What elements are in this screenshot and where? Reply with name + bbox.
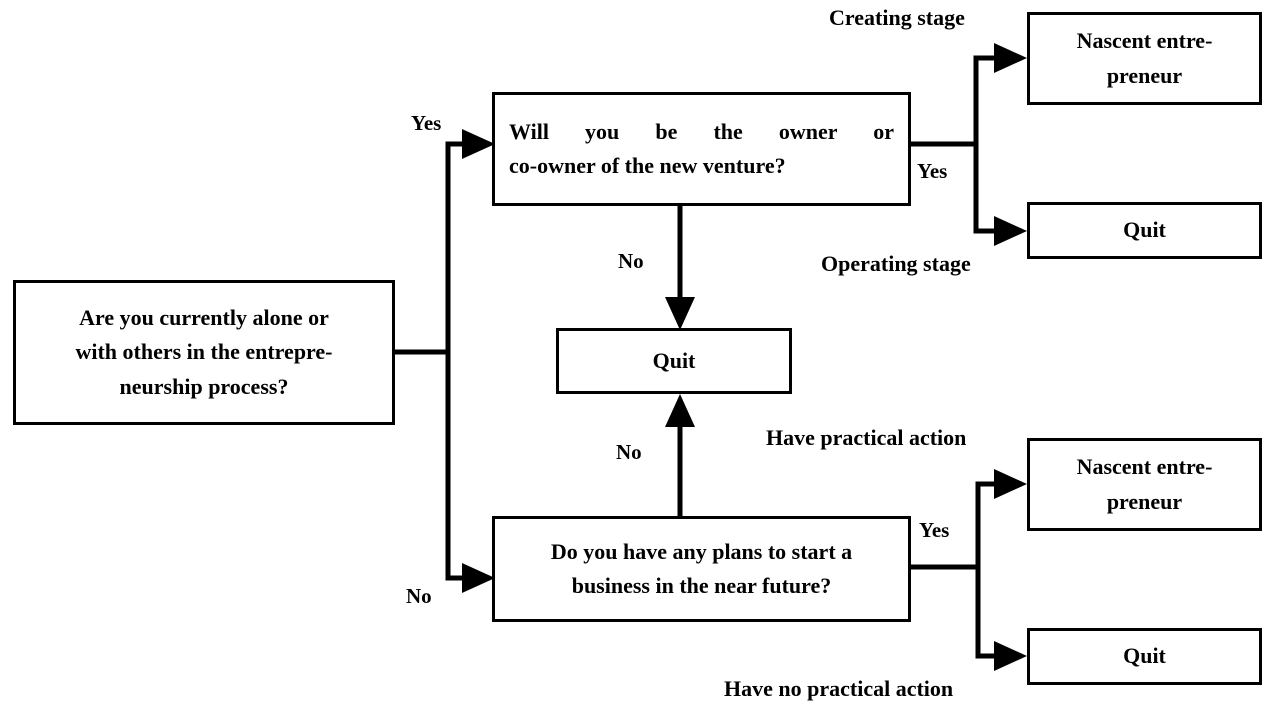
node-top-nascent-entrepreneur[interactable]: Nascent entre- preneur bbox=[1027, 12, 1262, 105]
node-plans-question[interactable]: Do you have any plans to start a busines… bbox=[492, 516, 911, 622]
bottom-nascent-line-1: Nascent entre- bbox=[1076, 454, 1213, 480]
owner-question-line-1: Will you be the owner or bbox=[509, 118, 894, 144]
stage-label-creating-stage: Creating stage bbox=[829, 5, 965, 30]
edge-label-plans-no: No bbox=[616, 440, 642, 464]
edge-label-owner-yes: Yes bbox=[917, 159, 948, 183]
wire-owner-yes-operating bbox=[973, 144, 1027, 246]
node-owner-question[interactable]: Will you be the owner or co-owner of the… bbox=[492, 92, 911, 206]
edge-label-start-yes: Yes bbox=[411, 111, 442, 135]
node-start-question[interactable]: Are you currently alone or with others i… bbox=[13, 280, 395, 425]
center-quit-label: Quit bbox=[652, 347, 696, 373]
edge-label-plans-yes: Yes bbox=[919, 518, 950, 542]
bottom-quit-label: Quit bbox=[1123, 643, 1166, 669]
top-quit-label: Quit bbox=[1123, 217, 1166, 243]
top-nascent-line-2: preneur bbox=[1106, 62, 1183, 88]
wire-owner-yes-creating bbox=[973, 43, 1027, 144]
node-bottom-quit[interactable]: Quit bbox=[1027, 628, 1262, 685]
node-center-quit[interactable]: Quit bbox=[556, 328, 792, 394]
stage-label-have-no-practical-action: Have no practical action bbox=[724, 676, 954, 701]
owner-question-line-2: co-owner of the new venture? bbox=[509, 153, 786, 178]
start-question-line-2: with others in the entrepre- bbox=[75, 339, 333, 365]
plans-question-line-2: business in the near future? bbox=[571, 573, 832, 598]
top-nascent-line-1: Nascent entre- bbox=[1076, 28, 1213, 54]
node-bottom-nascent-entrepreneur[interactable]: Nascent entre- preneur bbox=[1027, 438, 1262, 531]
plans-question-line-1: Do you have any plans to start a bbox=[550, 538, 853, 564]
edge-label-owner-no: No bbox=[618, 249, 644, 273]
wire-plans-yes-no-practical bbox=[975, 567, 1027, 671]
wire-start-no bbox=[445, 352, 495, 593]
stage-label-have-practical-action: Have practical action bbox=[766, 425, 967, 450]
node-top-quit[interactable]: Quit bbox=[1027, 202, 1262, 259]
wire-plans-yes-practical bbox=[975, 469, 1027, 567]
start-question-line-3: neurship process? bbox=[119, 373, 289, 399]
wire-start-yes bbox=[445, 129, 495, 352]
stage-label-operating-stage: Operating stage bbox=[821, 251, 971, 276]
start-question-line-1: Are you currently alone or bbox=[79, 305, 329, 331]
bottom-nascent-line-2: preneur bbox=[1106, 488, 1183, 514]
edge-label-start-no: No bbox=[406, 584, 432, 608]
